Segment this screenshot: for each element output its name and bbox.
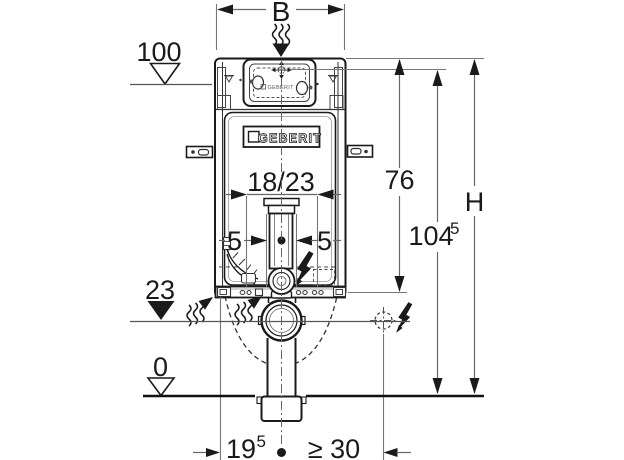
center-point bbox=[277, 236, 286, 245]
dimension-H: H bbox=[465, 59, 485, 394]
datum-triangle-open-icon bbox=[148, 62, 182, 86]
dim-76-label: 76 bbox=[384, 165, 414, 195]
valve-compartment bbox=[219, 266, 336, 286]
flow-arrow-left-icon bbox=[186, 297, 213, 327]
dimension-76: 76 bbox=[384, 59, 415, 292]
water-level-mark-right bbox=[328, 75, 338, 83]
dim-5-right-label: 5 bbox=[317, 226, 332, 256]
datum-23-label: 23 bbox=[145, 275, 175, 305]
electrical-connection-box bbox=[370, 302, 413, 334]
mounting-bracket-right bbox=[346, 144, 374, 158]
datum-triangle-open-icon bbox=[146, 377, 176, 397]
panel-brand-label: GEBERIT bbox=[268, 85, 295, 91]
dim-h-label: H bbox=[465, 187, 485, 217]
frame-foot-left bbox=[216, 286, 232, 298]
dim-b-label: B bbox=[272, 0, 291, 27]
center-point bbox=[277, 448, 286, 457]
water-level-mark-left bbox=[224, 75, 234, 83]
mounting-bracket-left bbox=[185, 145, 214, 159]
dimension-5-5: 5 5 bbox=[219, 226, 341, 256]
frame-side-tab-left bbox=[217, 67, 226, 108]
geberit-logo: GEBERIT bbox=[242, 125, 322, 148]
dim-19-label: 19 bbox=[226, 434, 256, 460]
flush-button-left bbox=[251, 75, 265, 90]
dim-5-left-label: 5 bbox=[227, 226, 242, 256]
dimension-ge-30: ≥ 30 bbox=[308, 434, 411, 460]
dimension-104-5: 104 5 bbox=[408, 70, 459, 394]
dim-ge30-label: ≥ 30 bbox=[308, 434, 360, 460]
datum-0: 0 bbox=[146, 352, 176, 397]
datum-100-label: 100 bbox=[136, 37, 181, 67]
brand-logo-label: GEBERIT bbox=[258, 132, 322, 146]
dim-19-sup-label: 5 bbox=[257, 432, 266, 451]
flush-actuator-panel: GEBERIT bbox=[242, 58, 317, 107]
dimension-19-5: 19 5 bbox=[193, 432, 286, 460]
dim-104-sup-label: 5 bbox=[450, 219, 459, 238]
flush-button-right bbox=[295, 80, 309, 96]
reference-lines bbox=[215, 4, 484, 460]
flow-arrow-top-icon bbox=[271, 23, 291, 57]
lightning-bolt-outlet-icon bbox=[396, 302, 413, 333]
datum-100: 100 bbox=[130, 37, 212, 86]
datum-0-label: 0 bbox=[153, 352, 168, 382]
dimension-B: B bbox=[217, 0, 344, 27]
dim-104-label: 104 bbox=[408, 221, 453, 251]
datum-23: 23 bbox=[130, 275, 410, 323]
frame-foot-right bbox=[332, 286, 347, 298]
datum-triangle-filled-icon bbox=[147, 301, 175, 320]
frame-side-tab-right bbox=[334, 67, 343, 108]
